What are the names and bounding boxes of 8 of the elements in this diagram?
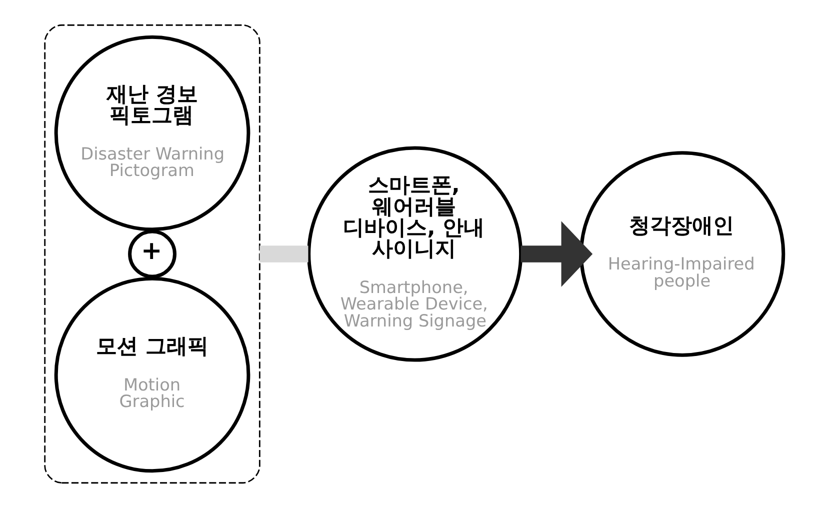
connector <box>259 246 308 262</box>
arrow <box>520 221 592 287</box>
node-circle: 청각장애인 Hearing-Impaired people <box>578 151 785 357</box>
node-circle: 재난 경보 픽토그램 Disaster Warning Pictogram <box>54 35 250 232</box>
node-circle: 모션 그래픽 Motion Graphic <box>54 276 250 473</box>
node-circle: + <box>128 230 176 278</box>
cluster <box>44 24 260 484</box>
node-circle: 스마트폰, 웨어러블 디바이스, 안내 사이니지 Smartphone, Wearable Device, Warning Signage <box>306 146 522 362</box>
